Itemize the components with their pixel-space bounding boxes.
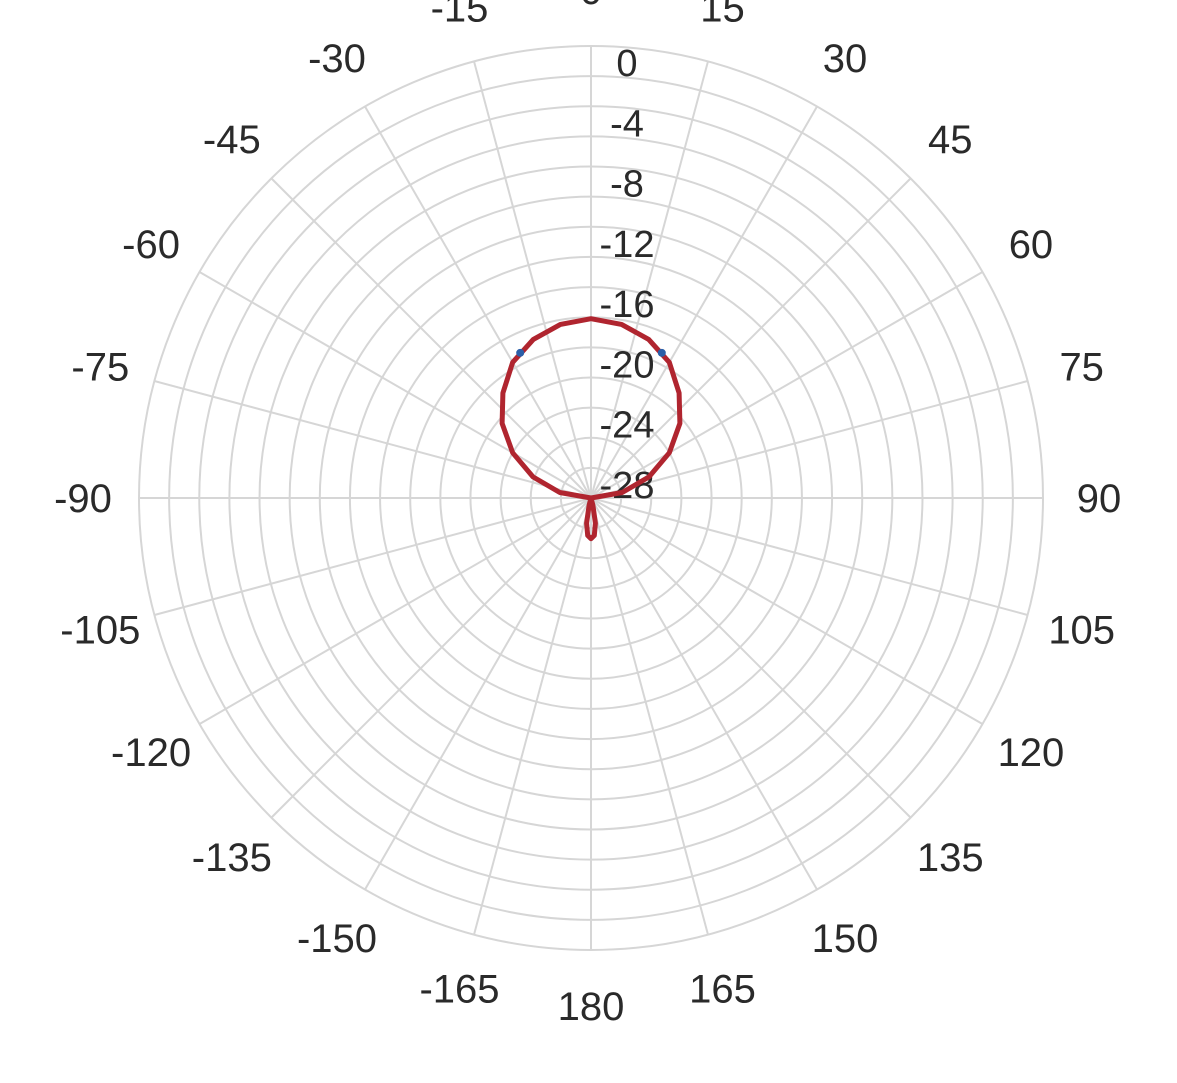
angle-tick-label: -90 bbox=[54, 477, 112, 521]
angle-tick-label: 30 bbox=[823, 37, 868, 81]
grid-spoke bbox=[590, 497, 818, 890]
grid-spoke bbox=[590, 380, 1028, 499]
grid-spoke bbox=[270, 177, 592, 499]
angle-tick-label: 60 bbox=[1009, 223, 1054, 267]
angle-tick-label: 120 bbox=[998, 731, 1065, 775]
grid-spoke bbox=[364, 106, 592, 499]
series-line bbox=[499, 316, 683, 542]
grid-spoke bbox=[364, 497, 592, 890]
angle-tick-label: 75 bbox=[1059, 346, 1104, 390]
grid-spoke bbox=[199, 271, 592, 499]
grid-spoke bbox=[270, 497, 592, 819]
angle-tick-labels: 0153045607590105120135150165180-165-150-… bbox=[54, 0, 1121, 1029]
angle-tick-label: 45 bbox=[928, 118, 973, 162]
radial-tick-label: 0 bbox=[616, 43, 637, 85]
radial-tick-label: -4 bbox=[610, 103, 644, 145]
angle-tick-label: -105 bbox=[60, 608, 140, 652]
grid-spoke bbox=[590, 497, 709, 935]
grid-spoke bbox=[590, 271, 983, 499]
grid-spoke bbox=[590, 497, 912, 819]
angle-tick-label: -150 bbox=[297, 917, 377, 961]
angle-tick-label: -60 bbox=[122, 223, 180, 267]
marker-layer bbox=[516, 348, 666, 357]
angle-tick-label: -15 bbox=[431, 0, 489, 30]
radial-tick-label: -8 bbox=[610, 164, 644, 206]
series-layer bbox=[499, 316, 683, 542]
angle-tick-label: 135 bbox=[917, 836, 984, 880]
angle-tick-label: 105 bbox=[1048, 608, 1115, 652]
angle-tick-label: -135 bbox=[192, 836, 272, 880]
angle-tick-label: -165 bbox=[419, 968, 499, 1012]
grid-spoke bbox=[473, 497, 592, 935]
data-marker bbox=[516, 348, 525, 357]
grid-spoke bbox=[590, 106, 818, 499]
angle-tick-label: 15 bbox=[700, 0, 745, 30]
grid-spoke bbox=[590, 61, 709, 499]
angle-tick-label: -120 bbox=[111, 731, 191, 775]
angle-tick-label: 165 bbox=[689, 968, 756, 1012]
radial-tick-label: -24 bbox=[600, 405, 655, 447]
radial-tick-label: -20 bbox=[600, 344, 655, 386]
radial-tick-label: -12 bbox=[600, 224, 655, 266]
radial-tick-label: -28 bbox=[600, 465, 655, 507]
grid-spoke bbox=[473, 61, 592, 499]
grid-spoke bbox=[154, 497, 592, 616]
angle-tick-label: -75 bbox=[71, 346, 129, 390]
angle-tick-label: 180 bbox=[558, 985, 625, 1029]
grid-spoke bbox=[154, 380, 592, 499]
grid-spoke bbox=[590, 497, 1028, 616]
angle-tick-label: -45 bbox=[203, 118, 261, 162]
data-marker bbox=[657, 348, 666, 357]
polar-grid bbox=[138, 45, 1044, 951]
radial-tick-label: -16 bbox=[600, 284, 655, 326]
angle-tick-label: 90 bbox=[1077, 477, 1122, 521]
angle-tick-label: 150 bbox=[812, 917, 879, 961]
angle-tick-label: 0 bbox=[580, 0, 602, 13]
grid-spoke bbox=[590, 497, 983, 725]
angle-tick-label: -30 bbox=[308, 37, 366, 81]
grid-spoke bbox=[199, 497, 592, 725]
radial-tick-labels: 0 -4 -8 -12 -16 -20 -24 -28 bbox=[600, 43, 655, 507]
grid-spoke bbox=[590, 177, 912, 499]
